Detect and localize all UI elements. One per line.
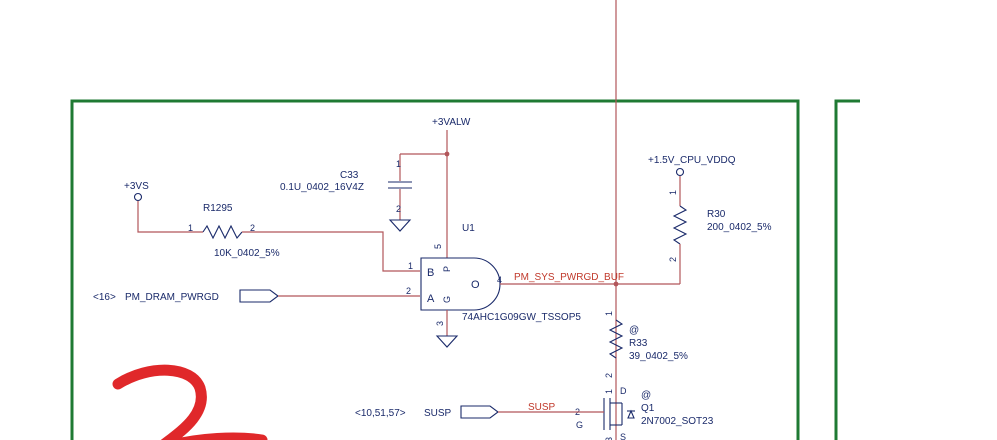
sheet-frame [70, 99, 800, 440]
u1-pin-b-label: B [427, 267, 434, 279]
port-pm-dram-pwrgd: <16> PM_DRAM_PWRGD [93, 289, 420, 303]
u1-pin3: 3 [435, 321, 445, 326]
transistor-q1: D G S 1 2 3 @ Q1 2N7002_SOT23 [575, 386, 714, 440]
c33-value: 0.1U_0402_16V4Z [280, 182, 364, 193]
r1295-ref: R1295 [203, 203, 233, 214]
net-pm-sys-pwrgd-buf-label: PM_SYS_PWRGD_BUF [514, 272, 624, 283]
u1-pin5: 5 [433, 244, 443, 249]
rail-3valw: +3VALW [400, 117, 471, 258]
diode-icon [627, 409, 635, 419]
gate-u1: U1 5 B A P G O 1 2 4 3 74AHC1G09GW_TSSOP… [406, 223, 581, 348]
q1-pin-g-label: G [576, 420, 583, 430]
c33-pin2: 2 [396, 204, 401, 214]
r33-pin1: 1 [604, 311, 614, 316]
q1-pin-d-label: D [620, 386, 627, 396]
r33-flag: @ [629, 325, 639, 336]
susp-port-name: SUSP [424, 408, 452, 419]
q1-part-number: 2N7002_SOT23 [641, 416, 714, 427]
u1-ground-label: G [442, 296, 452, 303]
u1-power-label: P [442, 266, 452, 272]
q1-ref: Q1 [641, 403, 655, 414]
r30-pin1: 1 [668, 190, 678, 195]
resistor-r33: 1 2 @ R33 39_0402_5% [604, 311, 688, 378]
junction-dot [613, 281, 619, 287]
q1-pin-s-label: S [620, 432, 626, 440]
u1-pin-a-label: A [427, 293, 435, 305]
ground-icon [435, 335, 459, 348]
rail-3vs: +3VS [124, 181, 203, 233]
rail-cpu-vddq: +1.5V_CPU_VDDQ [648, 155, 736, 206]
port-susp: <10,51,57> SUSP SUSP [355, 402, 604, 419]
u1-pin1: 1 [408, 261, 413, 271]
rail-3vs-label: +3VS [124, 181, 149, 192]
resistor-r30: 1 2 R30 200_0402_5% [668, 190, 772, 284]
r1295-value: 10K_0402_5% [214, 248, 280, 259]
u1-ref: U1 [462, 223, 475, 234]
net-pm-sys-pwrgd-buf: PM_SYS_PWRGD_BUF [500, 272, 680, 287]
adjacent-sheet-frame [834, 99, 860, 440]
r33-ref: R33 [629, 338, 648, 349]
susp-port-ref: <10,51,57> [355, 408, 406, 419]
r1295-pin2: 2 [250, 223, 255, 233]
u1-pin2: 2 [406, 286, 411, 296]
u1-part-number: 74AHC1G09GW_TSSOP5 [462, 312, 581, 323]
r30-value: 200_0402_5% [707, 222, 772, 233]
q1-pin-d: 1 [604, 389, 614, 394]
rail-3valw-label: +3VALW [432, 117, 471, 128]
red-annotation-mark [112, 364, 268, 440]
r33-pin2: 2 [604, 373, 614, 378]
q1-pin-s: 3 [604, 437, 614, 440]
resistor-r1295: R1295 1 2 10K_0402_5% [188, 203, 420, 272]
u1-pin4: 4 [497, 275, 502, 285]
q1-flag: @ [641, 390, 651, 401]
u1-output-label: O [471, 279, 480, 291]
pm-dram-pwrgd-name: PM_DRAM_PWRGD [125, 292, 219, 303]
r33-value: 39_0402_5% [629, 351, 688, 362]
c33-ref: C33 [340, 170, 359, 181]
r30-ref: R30 [707, 209, 726, 220]
pm-dram-pwrgd-ref: <16> [93, 292, 116, 303]
capacitor-c33: 1 2 C33 0.1U_0402_16V4Z [280, 154, 412, 232]
c33-pin1: 1 [396, 159, 401, 169]
ground-icon [388, 219, 412, 232]
net-susp-label: SUSP [528, 402, 556, 413]
r30-pin2: 2 [668, 257, 678, 262]
rail-cpu-vddq-label: +1.5V_CPU_VDDQ [648, 155, 736, 166]
r1295-pin1: 1 [188, 223, 193, 233]
